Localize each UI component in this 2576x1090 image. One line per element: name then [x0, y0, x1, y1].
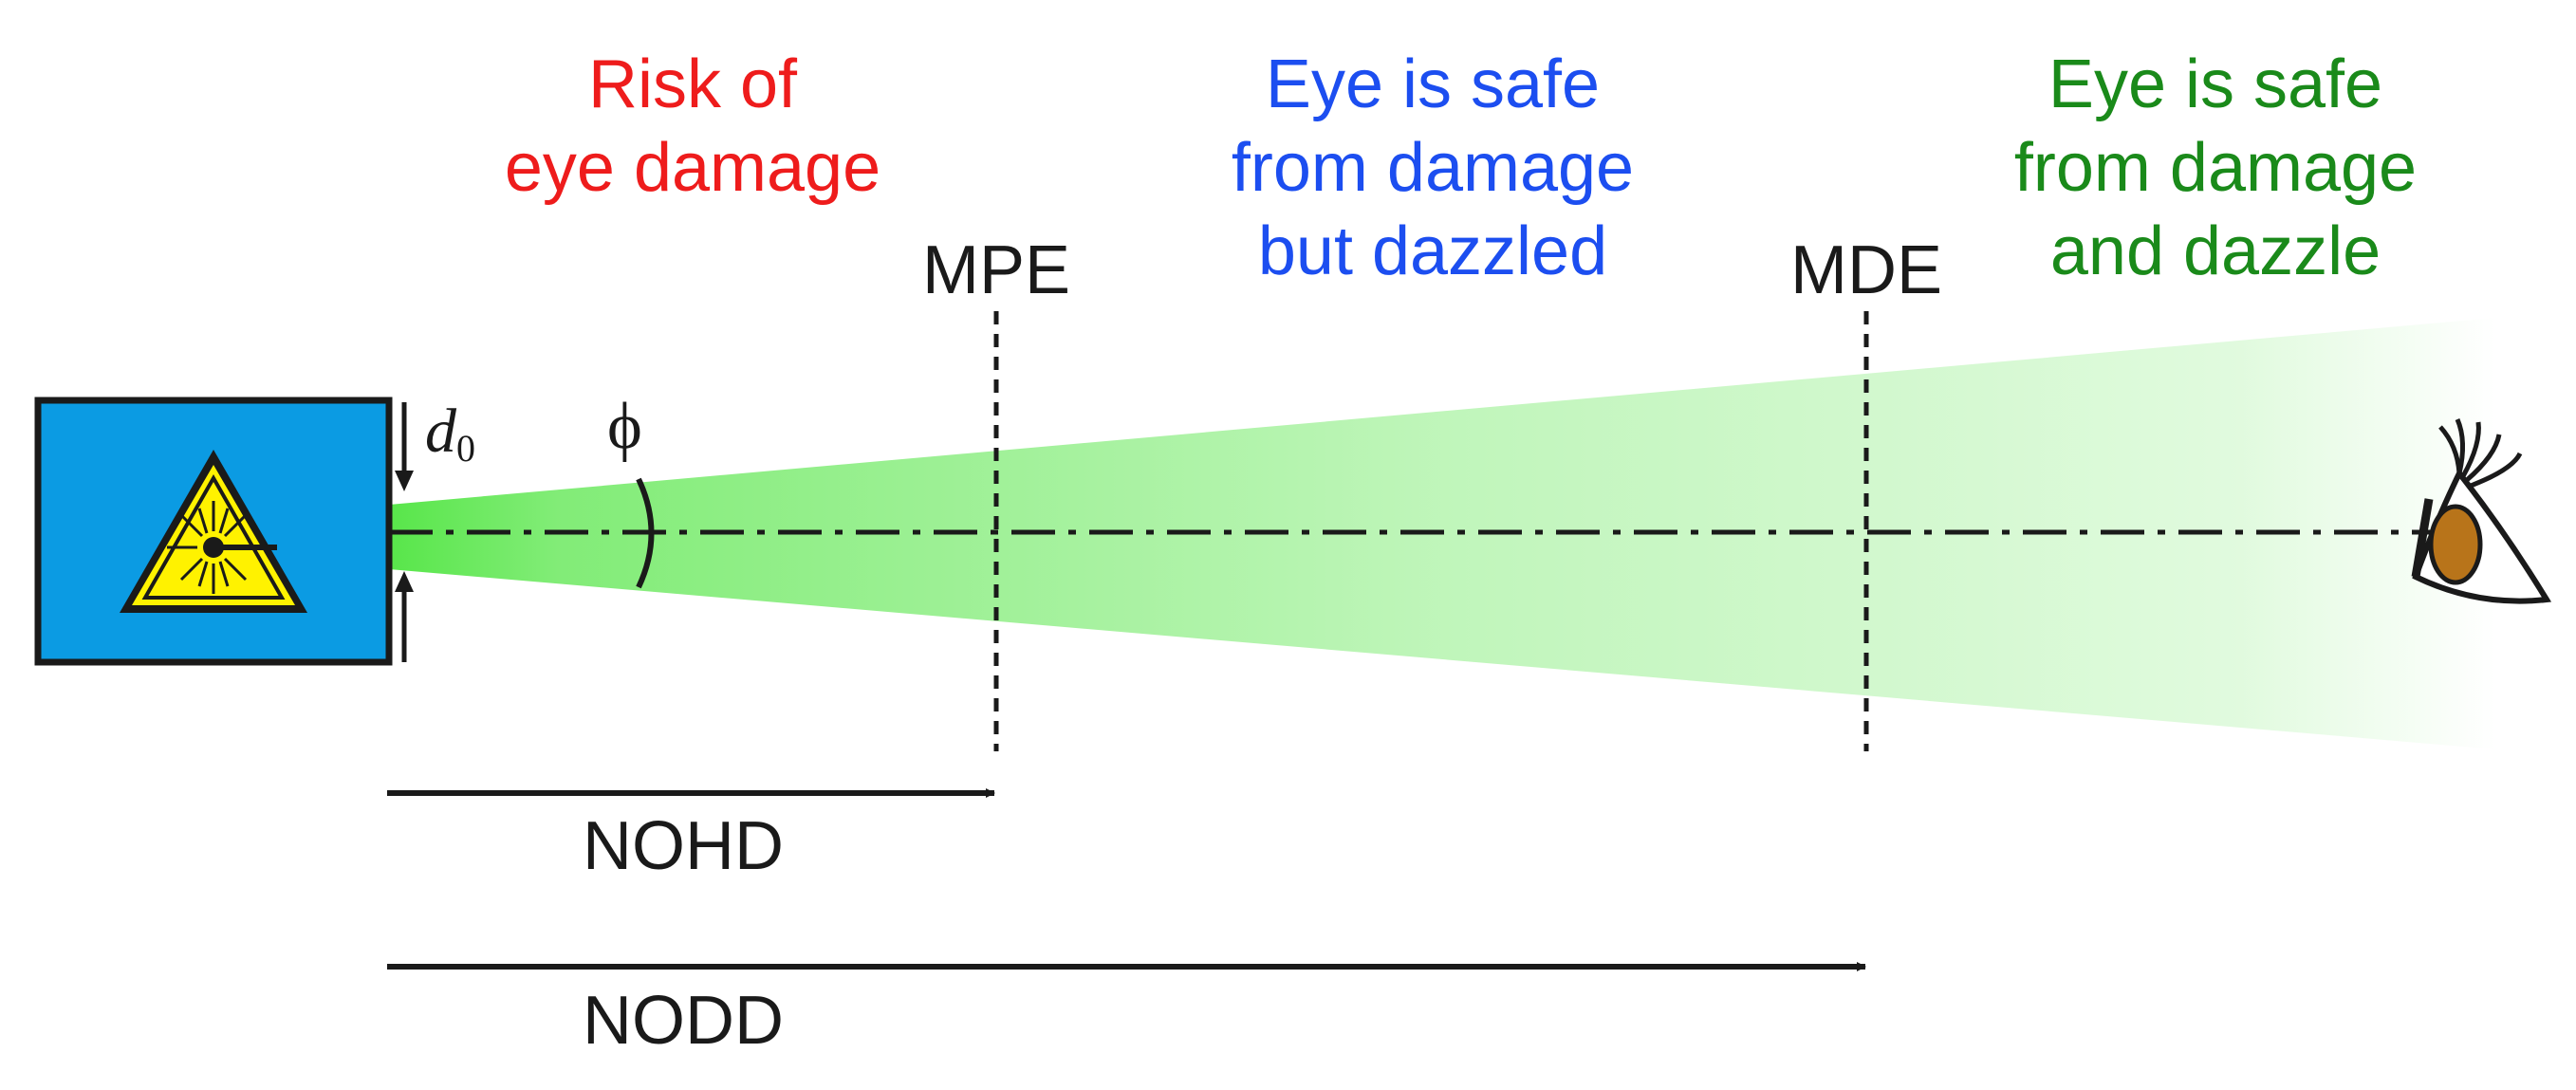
zone-label-line: and dazzle — [2049, 213, 2381, 289]
zone-label-line: Risk of — [587, 46, 798, 122]
divergence-angle-symbol: ϕ — [607, 390, 642, 463]
zone-label-line: eye damage — [504, 130, 881, 206]
nohd-label: NOHD — [583, 808, 784, 884]
zone-label-safe: Eye is safe from damage and dazzle — [2014, 43, 2417, 293]
zone-label-line: from damage — [2013, 130, 2418, 206]
mde-label: MDE — [1790, 232, 1942, 308]
zone-label-dazzle: Eye is safe from damage but dazzled — [1232, 43, 1634, 293]
nodd-label: NODD — [583, 983, 784, 1059]
zone-label-eye-damage-risk: Risk of eye damage — [505, 43, 880, 210]
laser-source — [34, 397, 393, 666]
eye-icon — [2411, 418, 2552, 604]
zone-label-line: from damage — [1231, 130, 1635, 206]
beam-diameter-symbol: d0 — [425, 398, 475, 482]
zone-label-line: but dazzled — [1257, 213, 1608, 289]
beam-diameter-arrows — [395, 402, 414, 662]
zone-label-line: Eye is safe — [2048, 46, 2383, 122]
mpe-label: MPE — [921, 232, 1071, 308]
beam-diameter-symbol-letter: d — [425, 397, 456, 466]
beam-diameter-symbol-subscript: 0 — [456, 427, 475, 470]
laser-warning-sign-icon — [120, 450, 307, 613]
zone-label-line: Eye is safe — [1265, 46, 1601, 122]
